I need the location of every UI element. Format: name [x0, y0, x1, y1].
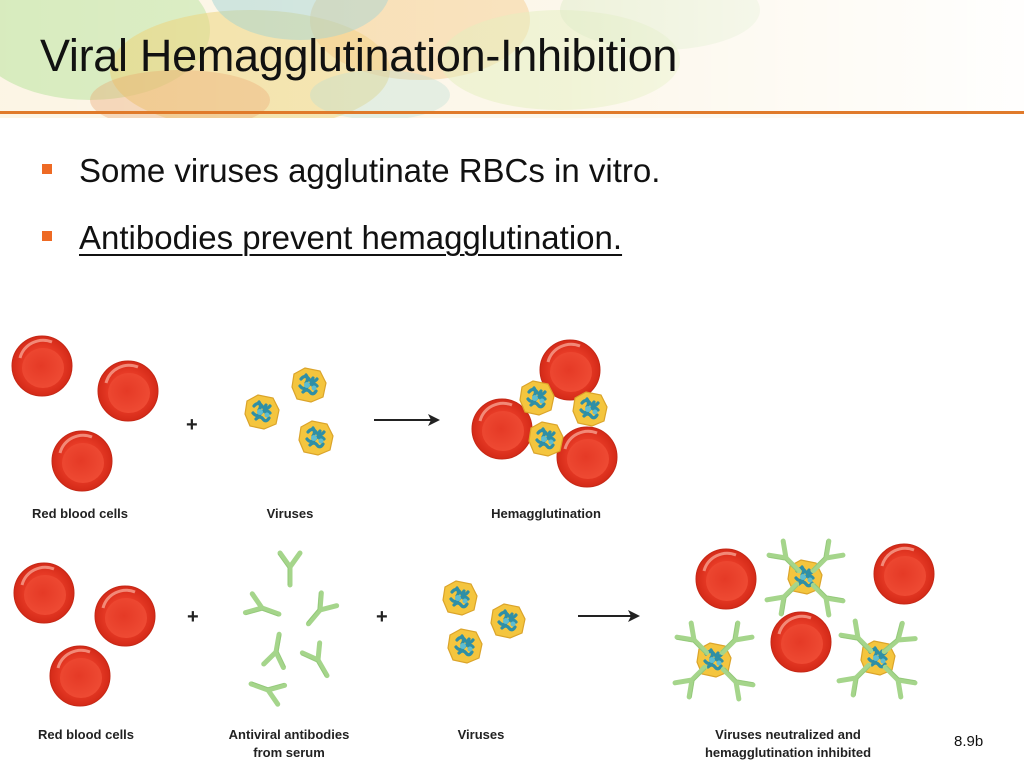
virus-particle [441, 579, 479, 617]
row1-hemagglutination-cluster [470, 338, 619, 489]
row1-virus-group [243, 366, 335, 457]
bullet-text: Some viruses agglutinate RBCs in vitro. [79, 152, 661, 189]
row2-neutralized-group [675, 540, 936, 699]
red-blood-cell [10, 334, 74, 398]
plus-sign: + [376, 606, 388, 628]
antibody [301, 643, 336, 682]
bullet-text-underlined: Antibodies prevent hemagglutination. [79, 219, 623, 256]
row2-antibody-group [245, 553, 337, 704]
row1-rbc-group [10, 334, 160, 493]
red-blood-cell [48, 644, 112, 708]
label-viruses: Viruses [267, 506, 314, 521]
virus-particle [446, 627, 484, 665]
row2-virus-group [441, 579, 527, 665]
red-blood-cell [96, 359, 160, 423]
antibody [264, 633, 291, 668]
hemagglutination-figure: + Red blood cells Viruses Hemagglutinati… [10, 334, 936, 760]
plus-sign: + [186, 414, 198, 436]
red-blood-cell [12, 561, 76, 625]
title-divider [0, 111, 1024, 114]
label-viruses-neutralized: Viruses neutralized and [715, 727, 861, 742]
label-hemagglutination-inhibited: hemagglutination inhibited [705, 745, 871, 760]
row2-arrow [578, 610, 640, 622]
virus-particle [527, 420, 565, 458]
antibody [278, 553, 300, 585]
label-red-blood-cells: Red blood cells [38, 727, 134, 742]
red-blood-cell [769, 610, 833, 674]
label-from-serum: from serum [253, 745, 325, 760]
virus-particle [297, 419, 335, 457]
bullet-square-icon [42, 164, 52, 174]
label-red-blood-cells: Red blood cells [32, 506, 128, 521]
red-blood-cell [50, 429, 114, 493]
antibody [245, 594, 283, 626]
virus-particle [290, 366, 328, 404]
virus-particle [571, 390, 609, 428]
figure-reference: 8.9b [954, 733, 984, 750]
label-antiviral-antibodies: Antiviral antibodies [229, 727, 350, 742]
row1-arrow [374, 414, 440, 426]
red-blood-cell [872, 542, 936, 606]
slide-title: Viral Hemagglutination-Inhibition [40, 30, 678, 81]
antibody [299, 592, 336, 631]
virus-particle [489, 602, 527, 640]
banner-art [0, 0, 1024, 118]
virus-particle [243, 393, 281, 431]
label-hemagglutination: Hemagglutination [491, 506, 601, 521]
label-viruses: Viruses [458, 727, 505, 742]
title-banner: Viral Hemagglutination-Inhibition [0, 0, 1024, 118]
bullet-square-icon [42, 231, 52, 241]
red-blood-cell [93, 584, 157, 648]
antibody [248, 673, 286, 705]
virus-particle [518, 379, 556, 417]
red-blood-cell [694, 547, 758, 611]
red-blood-cell [555, 425, 619, 489]
plus-sign: + [187, 606, 199, 628]
row2-rbc-group [12, 561, 157, 708]
